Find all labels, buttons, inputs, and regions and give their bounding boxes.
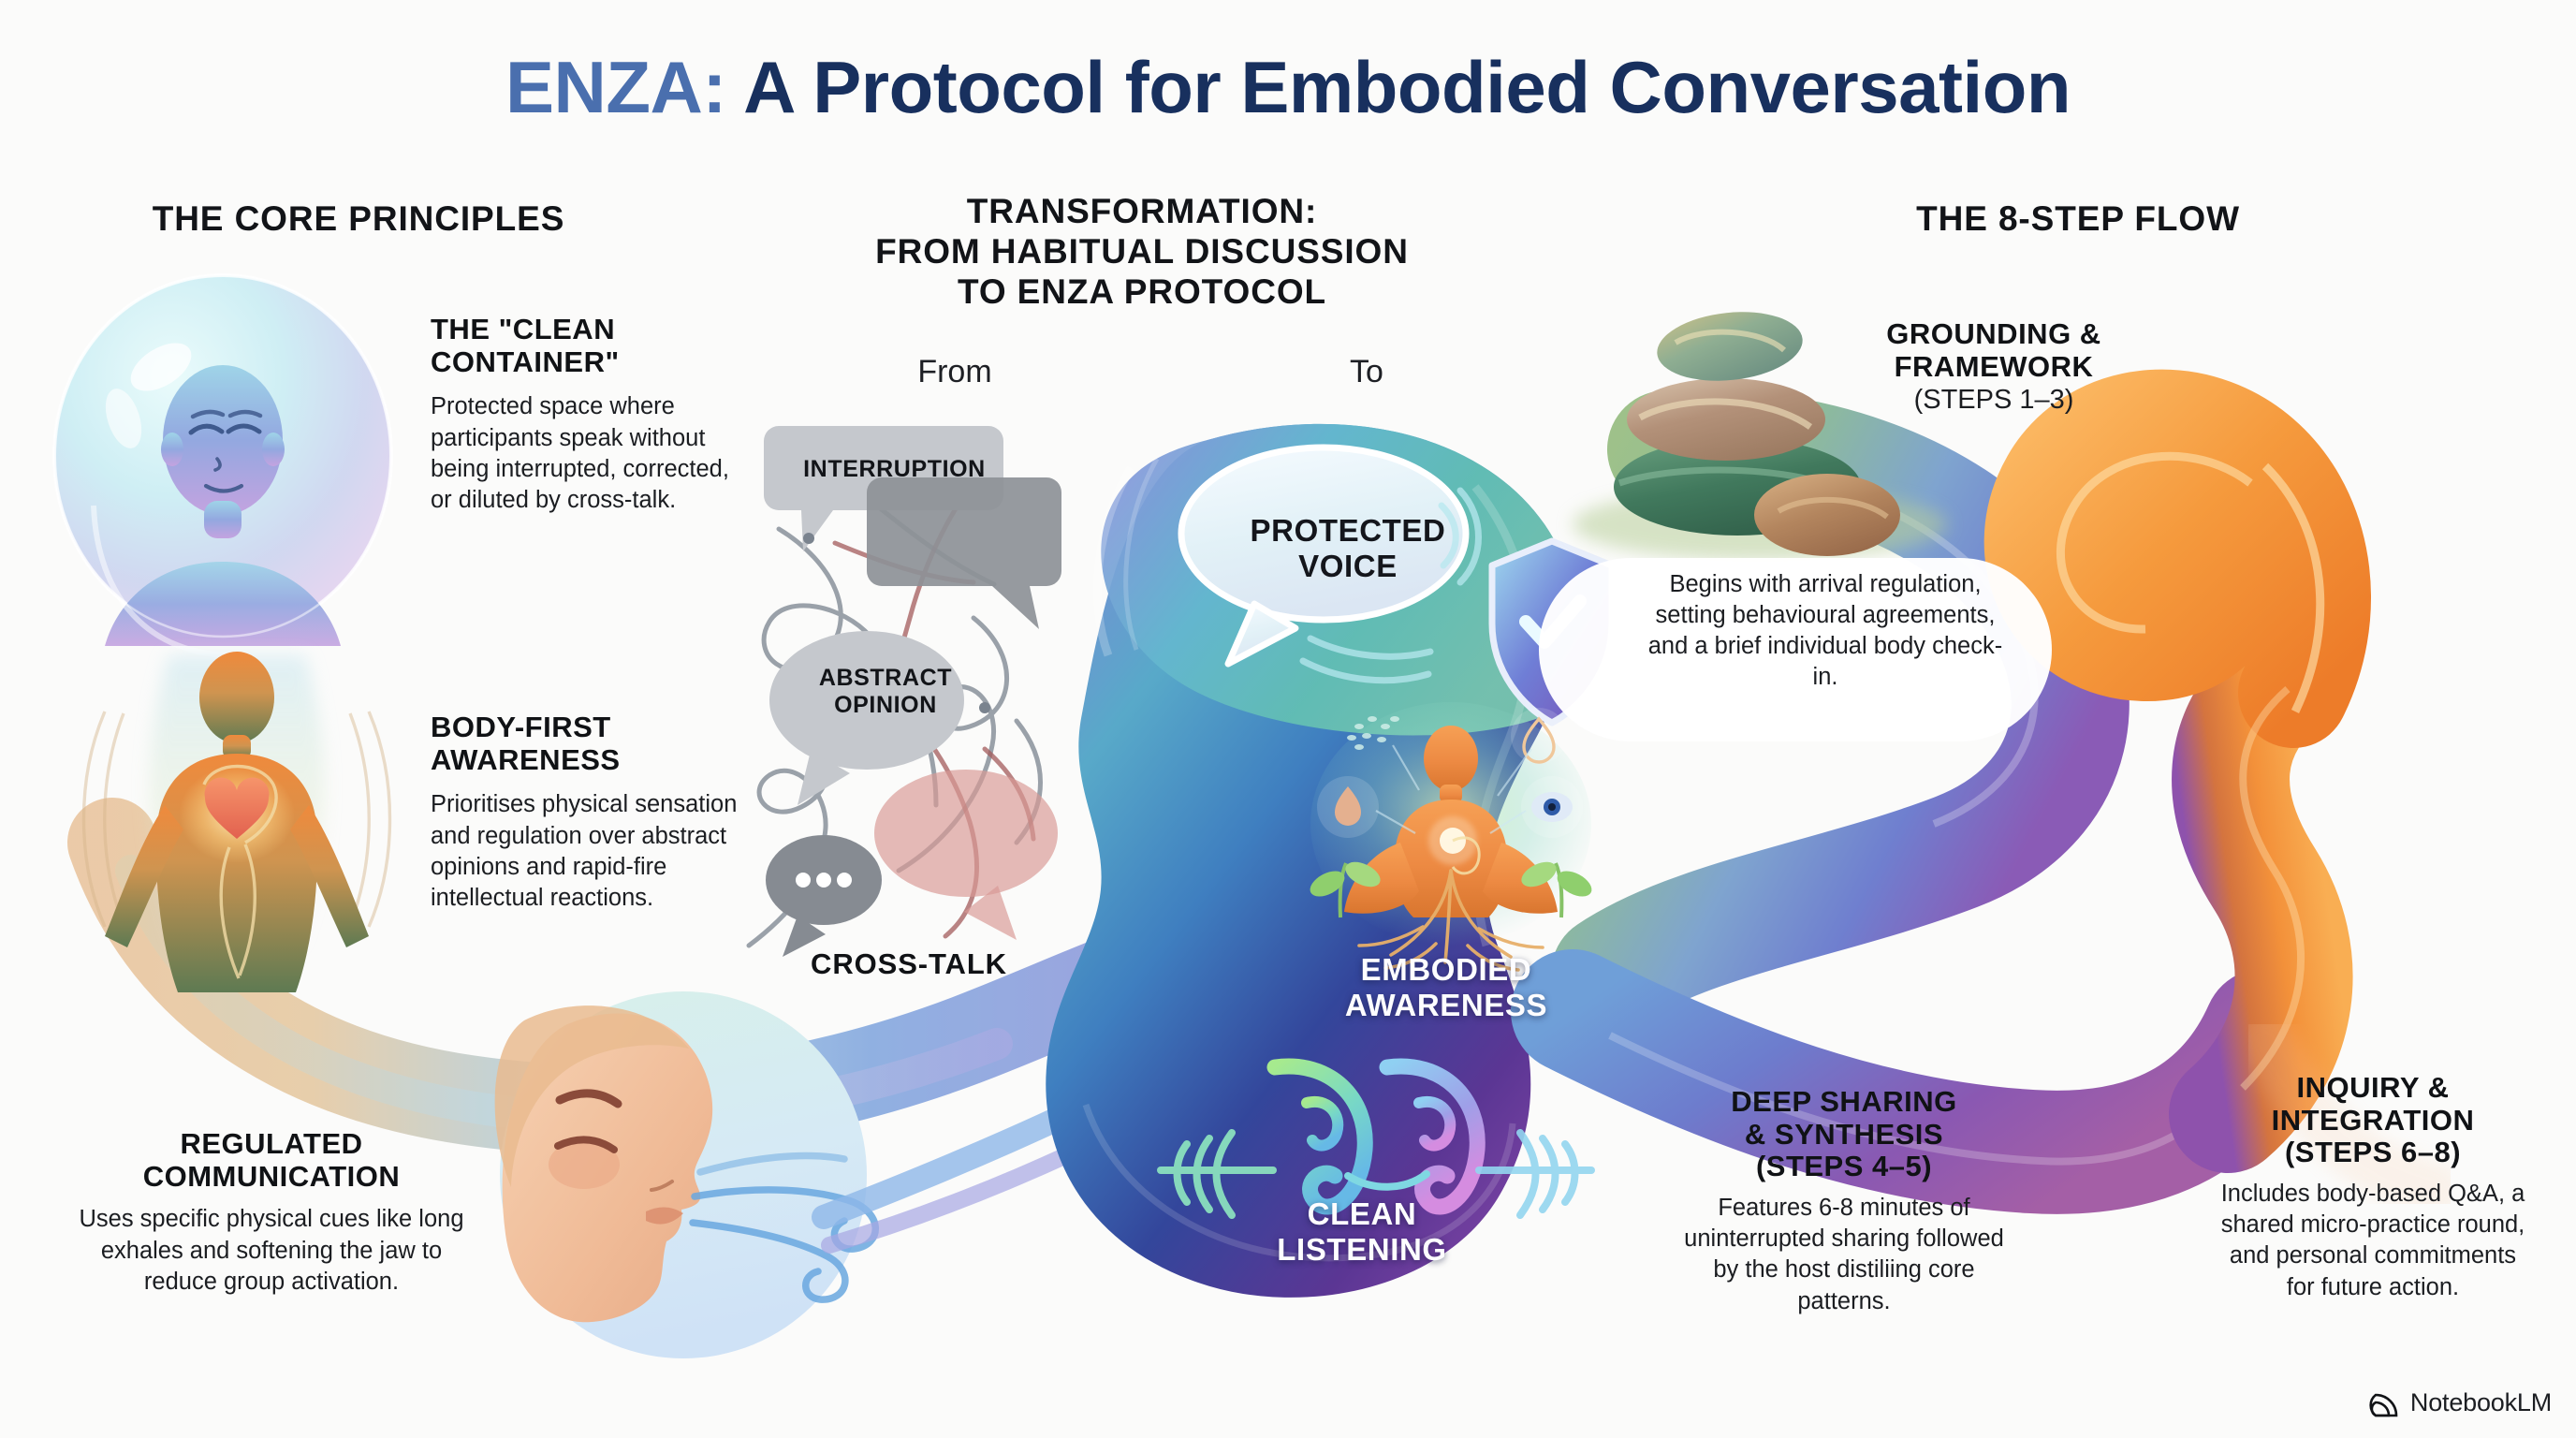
notebooklm-spiral-icon bbox=[2369, 1393, 2398, 1416]
transformation-heading-line-1: TRANSFORMATION: bbox=[966, 192, 1318, 230]
flow-3-title: INQUIRY & INTEGRATION (STEPS 6–8) bbox=[2218, 1071, 2527, 1169]
principle-1-title-line-2: CONTAINER" bbox=[431, 345, 620, 378]
embodied-awareness-line-1: EMBODIED bbox=[1360, 952, 1532, 987]
shield-check-icon bbox=[1488, 537, 1616, 726]
from-label: From bbox=[917, 354, 992, 389]
bubble-label-interruption: INTERRUPTION bbox=[803, 456, 986, 482]
regulated-communication-illustration bbox=[494, 991, 1195, 1359]
principle-1-title: THE "CLEAN CONTAINER" bbox=[431, 313, 749, 378]
principle-regulated-communication: REGULATED COMMUNICATION Uses specific ph… bbox=[75, 1127, 468, 1298]
protected-voice-line-2: VOICE bbox=[1298, 548, 1398, 583]
column-heading-eight-step-flow: THE 8-STEP FLOW bbox=[1916, 199, 2240, 238]
clean-listening-line-2: LISTENING bbox=[1277, 1231, 1447, 1267]
embodied-awareness-line-2: AWARENESS bbox=[1344, 987, 1548, 1022]
principle-2-body: Prioritises physical sensation and regul… bbox=[431, 791, 738, 911]
body-figure bbox=[105, 652, 369, 992]
title-brand: ENZA: bbox=[505, 46, 726, 128]
bubble-label-abstract-opinion: ABSTRACT OPINION bbox=[792, 665, 979, 718]
principle-3-title-line-2: COMMUNICATION bbox=[142, 1159, 401, 1193]
serene-figure bbox=[105, 365, 341, 646]
bubble-interruption bbox=[764, 426, 1003, 551]
notebooklm-watermark: NotebookLM bbox=[2368, 1388, 2552, 1417]
face-profile bbox=[494, 1005, 713, 1323]
column-heading-transformation: TRANSFORMATION: FROM HABITUAL DISCUSSION… bbox=[833, 192, 1451, 313]
bubble-ellipsis bbox=[766, 835, 882, 957]
plant-sprouts bbox=[1310, 861, 1592, 918]
body-first-illustration bbox=[81, 652, 392, 992]
title-rest: A Protocol for Embodied Conversation bbox=[725, 46, 2071, 128]
flow-3-title-line-1: INQUIRY & bbox=[2296, 1071, 2450, 1104]
column-heading-core-principles: THE CORE PRINCIPLES bbox=[152, 199, 565, 238]
principle-body-first-awareness: BODY-FIRST AWARENESS Prioritises physica… bbox=[431, 711, 758, 914]
flow-2-title: DEEP SHARING & SYNTHESIS (STEPS 4–5) bbox=[1676, 1085, 2012, 1183]
blob-label-embodied-awareness: EMBODIED AWARENESS bbox=[1292, 952, 1601, 1022]
flow-3-steps-range: (STEPS 6–8) bbox=[2284, 1136, 2462, 1169]
principle-3-body: Uses specific physical cues like long ex… bbox=[79, 1206, 464, 1295]
blob-label-clean-listening: CLEAN LISTENING bbox=[1226, 1196, 1498, 1267]
page-title: ENZA: A Protocol for Embodied Conversati… bbox=[0, 45, 2576, 130]
flow-3-body: Includes body-based Q&A, a shared micro-… bbox=[2220, 1181, 2525, 1300]
principle-3-title-line-1: REGULATED bbox=[180, 1127, 363, 1160]
principle-2-title-line-2: AWARENESS bbox=[431, 742, 621, 776]
clean-listening-ears bbox=[1157, 1058, 1595, 1219]
flow-2-steps-range: (STEPS 4–5) bbox=[1755, 1150, 1933, 1183]
flow-2-title-line-2: & SYNTHESIS bbox=[1744, 1117, 1944, 1151]
principle-1-title-line-1: THE "CLEAN bbox=[431, 313, 616, 345]
cross-talk-caption: CROSS-TALK bbox=[811, 947, 1007, 980]
bubble-abstract-opinion bbox=[769, 631, 964, 805]
blob-label-protected-voice: PROTECTED VOICE bbox=[1208, 513, 1488, 583]
flow-1-title-line-1: GROUNDING & bbox=[1886, 317, 2101, 350]
clean-listening-line-1: CLEAN bbox=[1307, 1196, 1417, 1231]
flow-1-title-line-2: FRAMEWORK bbox=[1894, 349, 2094, 383]
flow-step-grounding-framework-title: GROUNDING & FRAMEWORK (STEPS 1–3) bbox=[1839, 317, 2148, 418]
protected-voice-line-1: PROTECTED bbox=[1250, 513, 1446, 548]
exhale-swirls bbox=[689, 1152, 879, 1303]
flow-3-title-line-2: INTEGRATION bbox=[2271, 1103, 2475, 1137]
flow-2-title-line-1: DEEP SHARING bbox=[1731, 1085, 1957, 1118]
principle-2-title: BODY-FIRST AWARENESS bbox=[431, 711, 758, 776]
bubble-label-abstract-line-1: ABSTRACT bbox=[818, 665, 953, 691]
flow-1-steps-range: (STEPS 1–3) bbox=[1913, 385, 2074, 416]
principle-3-title: REGULATED COMMUNICATION bbox=[75, 1127, 468, 1193]
clean-container-illustration bbox=[52, 273, 393, 658]
principle-2-title-line-1: BODY-FIRST bbox=[431, 711, 611, 743]
transformation-heading-line-3: TO ENZA PROTOCOL bbox=[957, 271, 1326, 311]
bubble-label-abstract-line-2: OPINION bbox=[834, 691, 937, 718]
flow-step-deep-sharing-synthesis: DEEP SHARING & SYNTHESIS (STEPS 4–5) Fea… bbox=[1676, 1085, 2012, 1317]
to-label: To bbox=[1350, 354, 1383, 389]
flow-step-inquiry-integration: INQUIRY & INTEGRATION (STEPS 6–8) Includ… bbox=[2218, 1071, 2527, 1303]
watermark-label: NotebookLM bbox=[2409, 1388, 2552, 1416]
flow-1-title: GROUNDING & FRAMEWORK bbox=[1839, 317, 2148, 383]
sense-icons bbox=[1317, 708, 1583, 838]
flow-2-body: Features 6-8 minutes of uninterrupted sh… bbox=[1684, 1195, 2004, 1314]
bubble-pink bbox=[874, 770, 1058, 940]
transformation-heading-line-2: FROM HABITUAL DISCUSSION bbox=[875, 231, 1409, 271]
principle-1-body: Protected space where participants speak… bbox=[431, 393, 729, 513]
principle-clean-container: THE "CLEAN CONTAINER" Protected space wh… bbox=[431, 313, 749, 516]
flow-1-body: Begins with arrival regulation, setting … bbox=[1647, 571, 2003, 691]
bubble-dark bbox=[867, 477, 1061, 629]
embodied-awareness-figure bbox=[1310, 702, 1592, 972]
